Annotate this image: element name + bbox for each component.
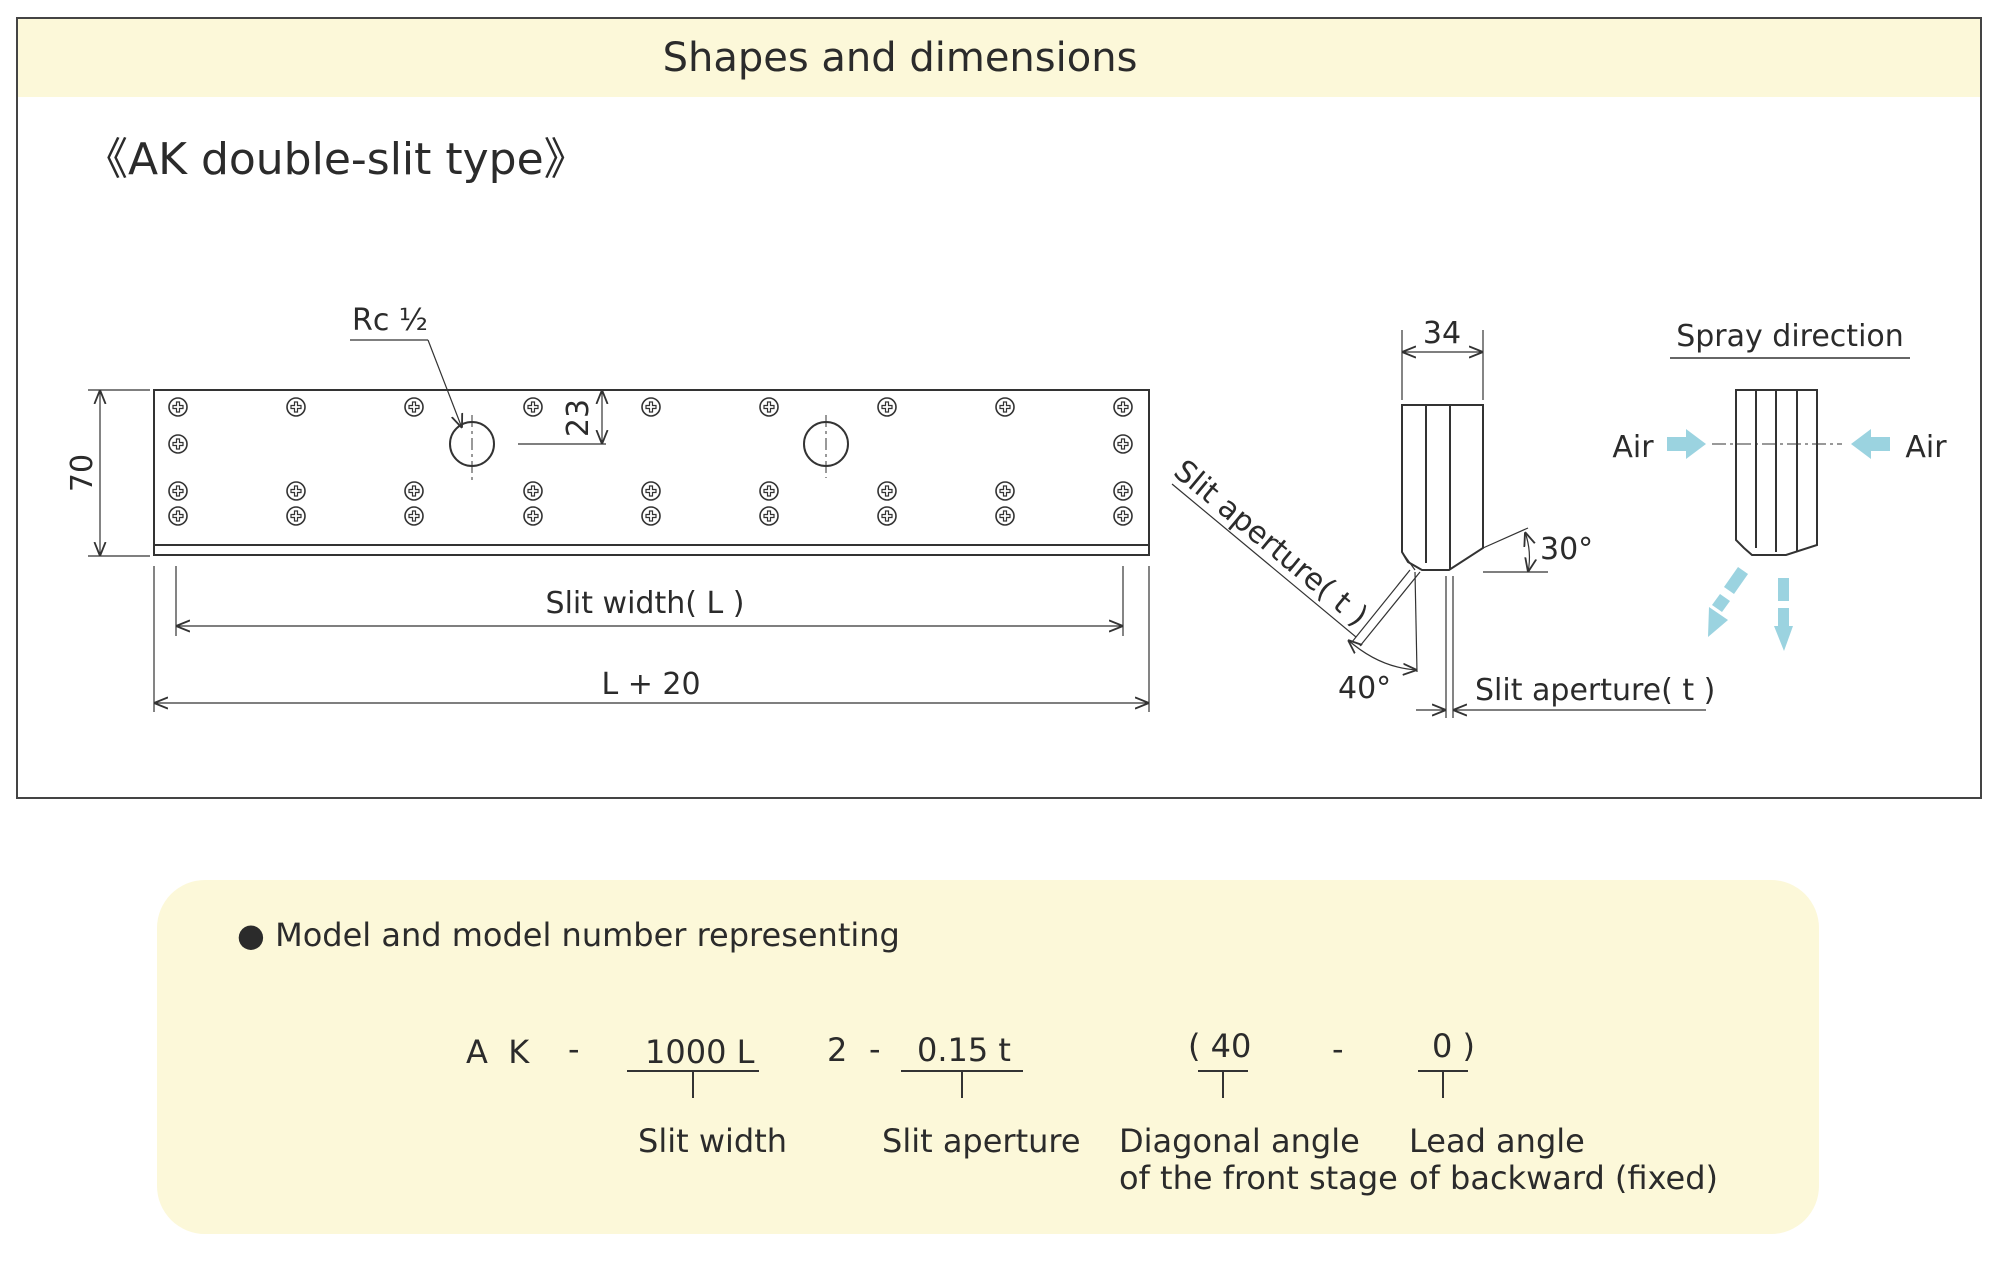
panel-header: Shapes and dimensions (18, 19, 1980, 97)
caption-slit-width: Slit width (638, 1122, 788, 1160)
nozzle-side-view (1401, 404, 1484, 571)
height-dimension (88, 389, 150, 557)
front-angle-label: 40° (1338, 671, 1391, 706)
caption-lead-angle-line1: Lead angle (1409, 1122, 1585, 1160)
type-subtitle: 《AK double-slit type》 (84, 134, 588, 185)
spray-direction-title: Spray direction (1676, 319, 1904, 354)
slit-width-dimension (175, 566, 1124, 636)
front-angle-code: ( 40 (1188, 1027, 1252, 1065)
model-number-box (157, 880, 1819, 1234)
caption-diagonal-angle-line2: of the front stage (1119, 1159, 1398, 1197)
slit-aperture-dimension (1416, 576, 1706, 718)
caption-lead-angle-line2: of backward (fixed) (1409, 1159, 1718, 1197)
slit-aperture-label: Slit aperture( t ) (1475, 673, 1715, 708)
thickness-dimension (1401, 330, 1484, 400)
spray-nozzle-view (1712, 389, 1842, 556)
model-separator-3: - (1332, 1030, 1344, 1068)
nozzle-front-view (153, 389, 1150, 556)
air-right-label: Air (1905, 430, 1947, 465)
shapes-panel: Shapes and dimensions 《AK double-slit ty… (16, 17, 1982, 799)
panel-title: Shapes and dimensions (662, 35, 1138, 81)
port-holes (449, 415, 849, 484)
port-label: Rc ½ (352, 303, 428, 338)
thickness-label: 34 (1423, 316, 1461, 351)
model-separator-2: - (869, 1030, 881, 1068)
port-offset-label: 23 (561, 399, 596, 437)
model-heading: ● Model and model number representing (237, 916, 900, 954)
model-prefix: A K (466, 1033, 530, 1071)
slit-width-label: Slit width( L ) (546, 586, 745, 621)
front-angle-dimension (1171, 483, 1421, 672)
spray-arrow-icons (1708, 567, 1793, 651)
slit-count-code: 2 (827, 1031, 848, 1069)
port-leader (350, 339, 462, 428)
port-offset-dimension (518, 390, 606, 445)
air-left-label: Air (1612, 430, 1654, 465)
total-length-label: L + 20 (601, 667, 700, 702)
air-arrow-icons (1667, 429, 1890, 459)
lower-angle-dimension (1482, 527, 1548, 572)
caption-slit-aperture: Slit aperture (882, 1122, 1081, 1160)
lower-angle-label: 30° (1540, 532, 1593, 567)
height-dimension-label: 70 (65, 454, 100, 492)
caption-diagonal-angle-line1: Diagonal angle (1119, 1122, 1360, 1160)
total-length-dimension (153, 566, 1150, 712)
slit-width-code: 1000 L (645, 1033, 755, 1071)
model-separator-1: - (568, 1030, 580, 1068)
lead-angle-code: 0 ) (1432, 1027, 1476, 1065)
aperture-code: 0.15 t (917, 1031, 1011, 1069)
